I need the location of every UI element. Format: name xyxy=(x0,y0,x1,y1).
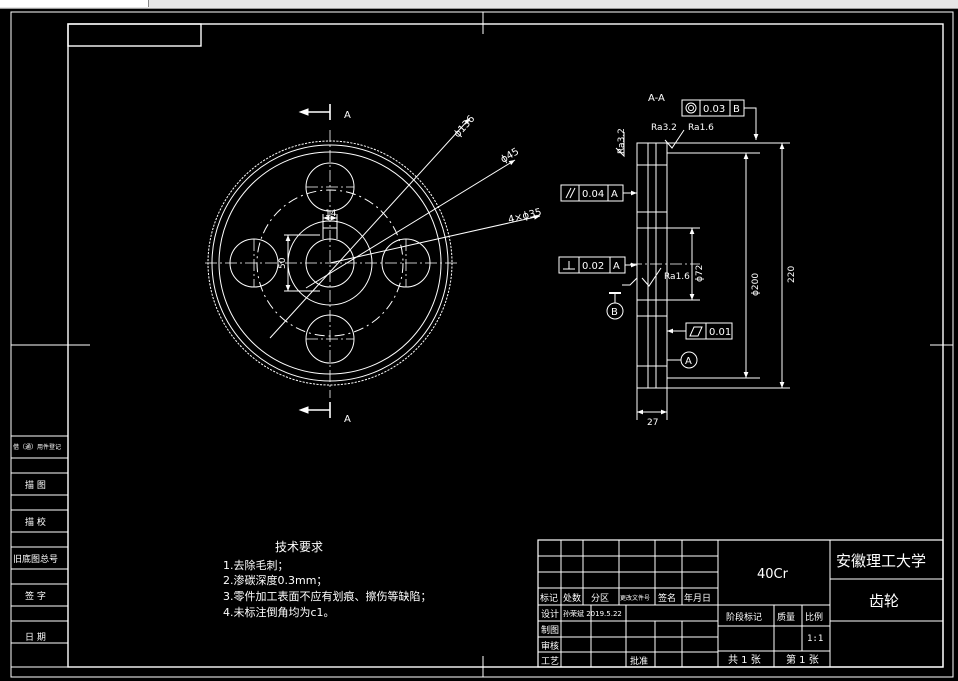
title-material: 40Cr xyxy=(757,567,789,582)
perpendicularity-value: 0.02 xyxy=(582,261,604,272)
document-tab[interactable] xyxy=(0,0,149,7)
side-table-old-no: 旧底图总号 xyxy=(13,553,58,565)
coaxiality-datum: B xyxy=(733,104,740,115)
section-mark-bottom: A xyxy=(344,414,351,425)
side-table-sign: 签 字 xyxy=(25,590,46,602)
title-sheet-number: 第 1 张 xyxy=(786,653,819,666)
coaxiality-value: 0.03 xyxy=(703,104,725,115)
datum-a-label: A xyxy=(685,356,692,367)
title-block xyxy=(537,539,944,668)
title-head-sign: 签名 xyxy=(658,592,676,604)
perpendicularity-datum: A xyxy=(613,261,620,272)
dim-14: 14 xyxy=(325,209,337,219)
tech-req-item-2: 2.渗碳深度0.3mm； xyxy=(223,573,327,587)
title-part-name: 齿轮 xyxy=(869,592,899,610)
parallelism-datum: A xyxy=(611,189,618,200)
dim-27: 27 xyxy=(647,418,658,428)
title-approve-label: 批准 xyxy=(630,655,648,667)
title-head-docno: 更改文件号 xyxy=(620,594,650,602)
title-designer: 孙荣斌 2019.5.22 xyxy=(563,609,622,618)
dim-220: 220 xyxy=(787,266,797,283)
side-table xyxy=(10,344,69,668)
sheet-border xyxy=(10,11,954,678)
gear-front-view xyxy=(205,104,541,418)
dim-phi72: ϕ72 xyxy=(695,265,705,282)
dim-phi200: ϕ200 xyxy=(751,273,761,296)
side-table-borrow: 借（通）用件登记 xyxy=(13,443,61,451)
section-mark-top: A xyxy=(344,110,351,121)
tech-req-item-1: 1.去除毛刺； xyxy=(223,558,289,572)
parallelism-value: 0.04 xyxy=(582,189,604,200)
title-head-date: 年月日 xyxy=(684,592,711,604)
title-mass-label: 质量 xyxy=(777,611,795,623)
title-stage-label: 阶段标记 xyxy=(726,611,762,623)
side-table-trace-check: 描 校 xyxy=(25,516,46,528)
engineering-drawing: A A ϕ136 ϕ45 4×ϕ35 14 50 xyxy=(10,11,954,678)
flatness-value: 0.01 xyxy=(709,327,731,338)
title-design-label: 设计 xyxy=(541,608,559,620)
title-process-label: 工艺 xyxy=(541,656,559,667)
title-drawing-label: 制图 xyxy=(541,624,559,636)
dim-phi136: ϕ136 xyxy=(452,114,477,140)
title-scale-value: 1:1 xyxy=(807,634,823,644)
window-tab-strip xyxy=(0,0,958,9)
title-head-mark: 标记 xyxy=(540,592,558,604)
tech-req-item-3: 3.零件加工表面不应有划痕、擦伤等缺陷； xyxy=(223,589,432,603)
dim-50: 50 xyxy=(278,257,288,269)
section-view-title: A-A xyxy=(648,93,665,104)
title-head-count: 处数 xyxy=(563,592,581,604)
roughness-3: Ra1.6 xyxy=(688,123,714,133)
title-review-label: 审核 xyxy=(541,640,559,652)
title-head-zone: 分区 xyxy=(591,593,609,604)
title-sheet-total: 共 1 张 xyxy=(728,654,761,666)
datum-b-label: B xyxy=(611,307,618,318)
roughness-1: Ra3.2 xyxy=(651,123,677,133)
title-school: 安徽理工大学 xyxy=(836,552,926,570)
dim-4-phi35: 4×ϕ35 xyxy=(507,207,543,226)
roughness-4: Ra1.6 xyxy=(664,272,690,282)
title-scale-label: 比例 xyxy=(805,611,823,623)
side-table-trace: 描 图 xyxy=(25,479,46,491)
side-table-date: 日 期 xyxy=(25,632,46,643)
gear-section-view xyxy=(558,99,790,420)
tech-req-title: 技术要求 xyxy=(275,540,323,554)
tech-req-item-4: 4.未标注倒角均为c1。 xyxy=(223,605,335,619)
roughness-2: Ra3.2 xyxy=(617,128,627,154)
